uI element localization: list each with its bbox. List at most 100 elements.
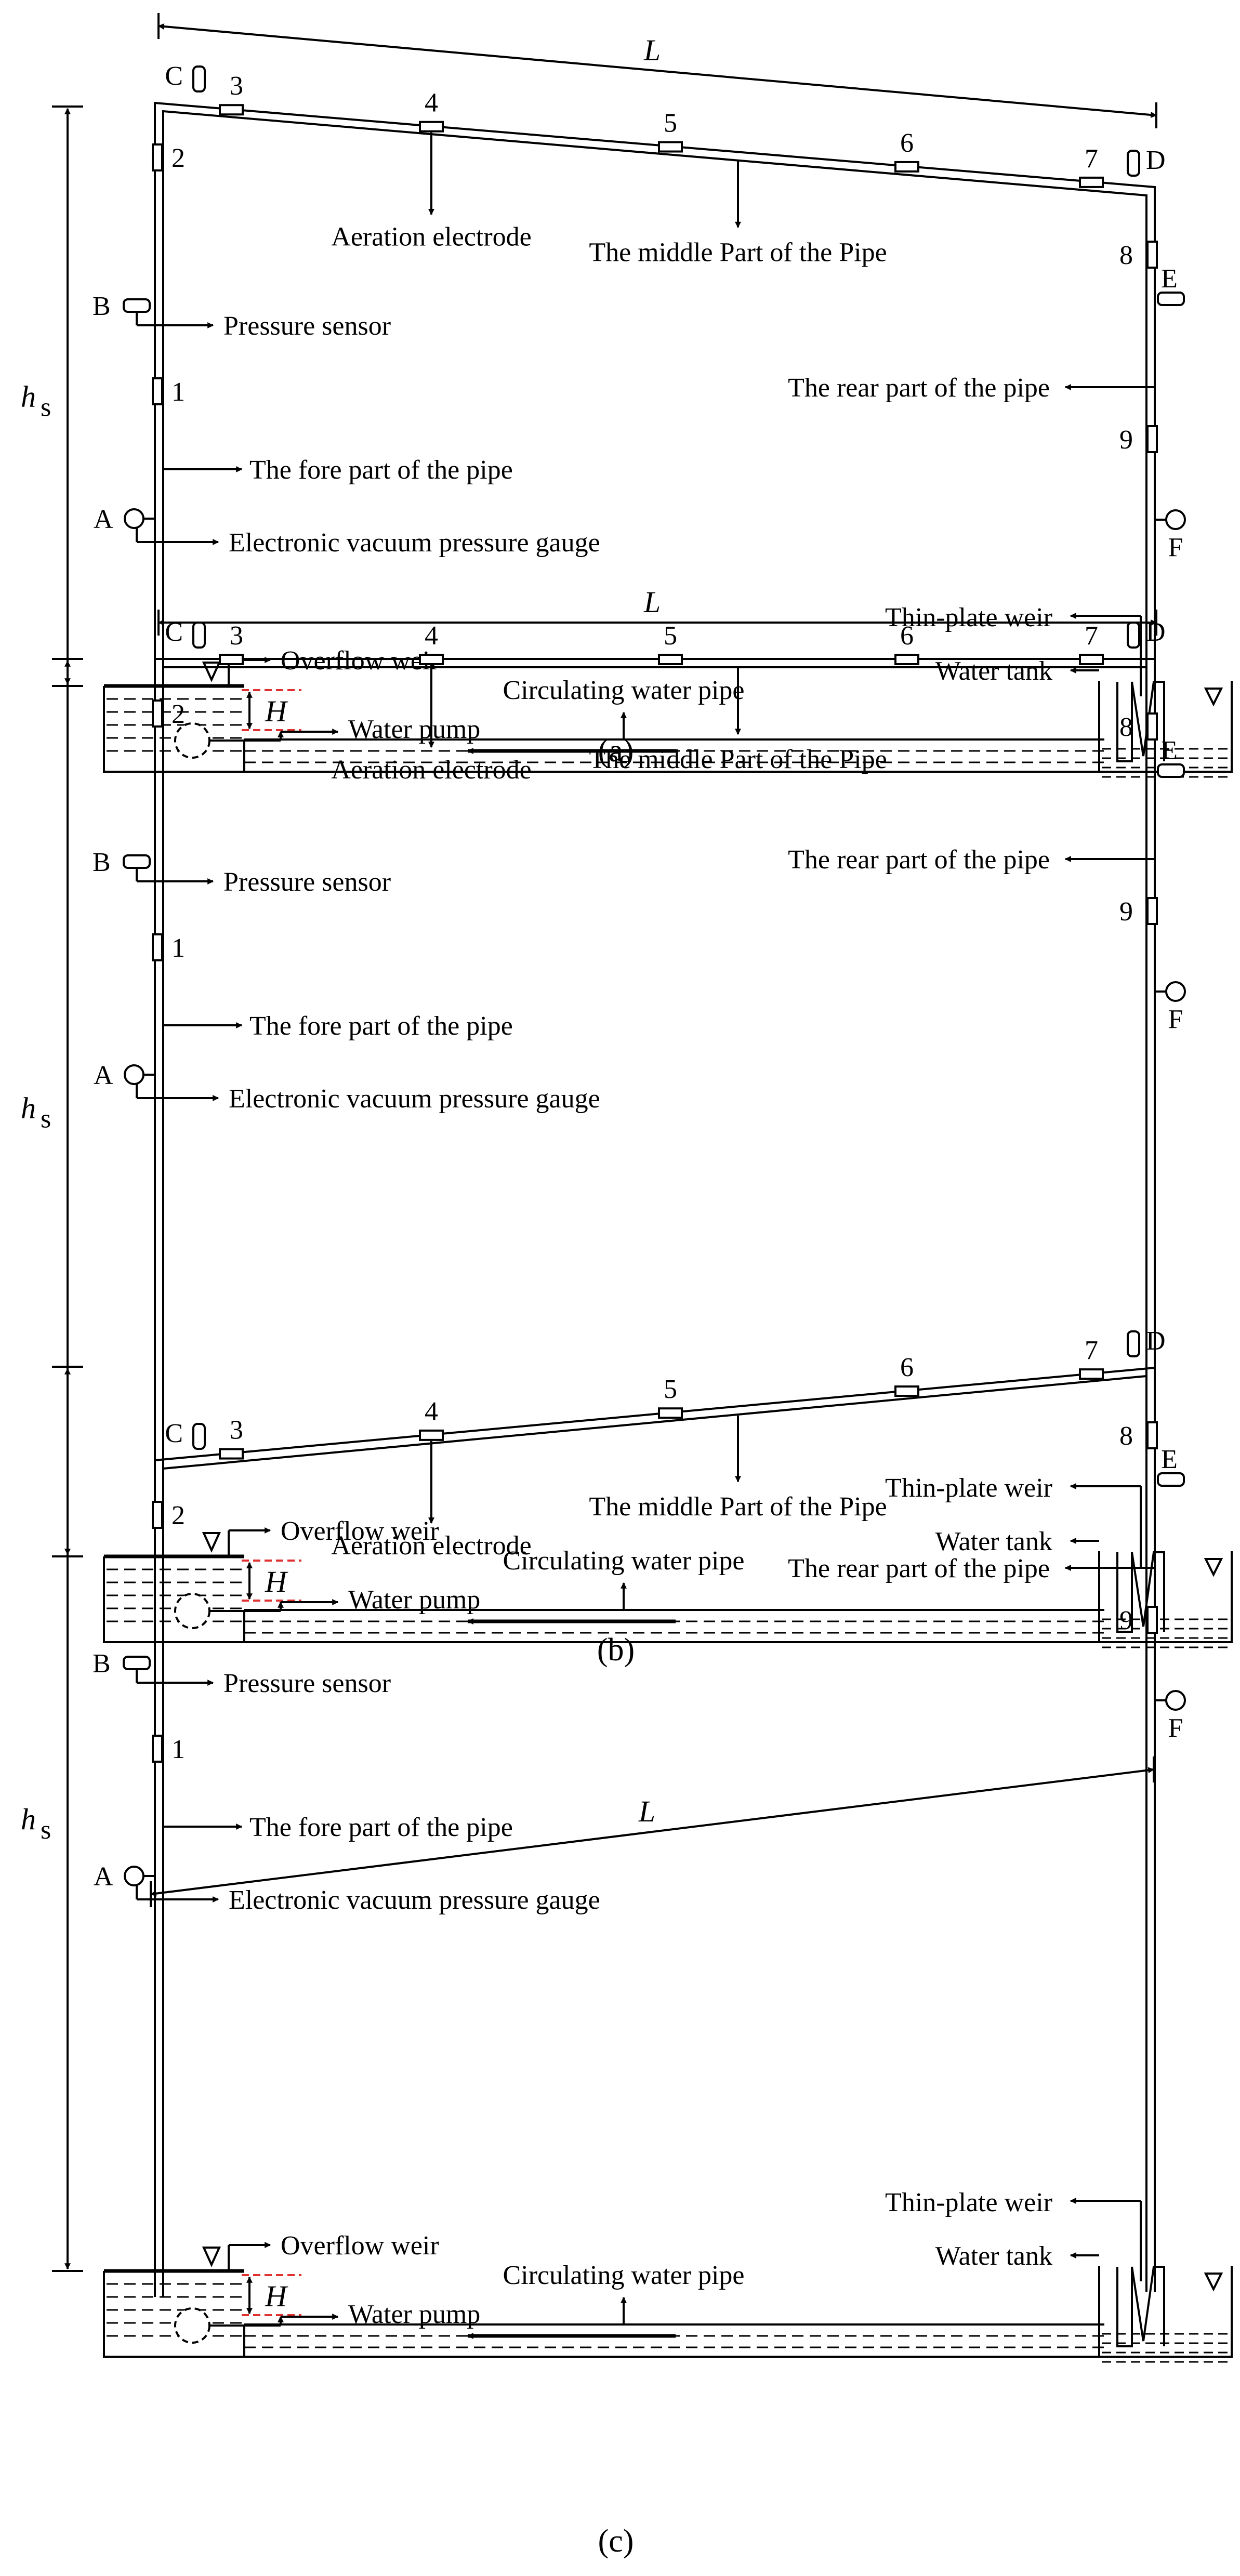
right-tank-water-symbol xyxy=(1204,2273,1223,2292)
sensor-B xyxy=(123,854,151,869)
electrode-label-7: 7 xyxy=(1085,144,1098,174)
left-tank-wall xyxy=(103,686,245,773)
gauge-F xyxy=(1165,509,1186,530)
length-arrow-left xyxy=(157,23,658,72)
gauge-F xyxy=(1165,981,1186,1002)
point-label-B: B xyxy=(93,292,111,321)
point-label-E: E xyxy=(1161,736,1178,765)
head-label: H xyxy=(265,1565,288,1599)
electrode-5 xyxy=(658,141,683,153)
middle-part-label: The middle Part of the Pipe xyxy=(589,745,887,774)
length-label: L xyxy=(643,585,661,619)
electrode-5 xyxy=(658,1407,683,1419)
left-tank-wall xyxy=(103,2271,245,2358)
thin-plate-weir-label: Thin-plate weir xyxy=(885,603,1052,632)
gauge-A xyxy=(124,1866,144,1886)
pipe-outer-wall xyxy=(154,1366,1156,2297)
height-label: h xyxy=(21,380,36,414)
electrode-label-4: 4 xyxy=(425,621,438,651)
electrode-label-7: 7 xyxy=(1085,1336,1098,1365)
caption-a: (a) xyxy=(598,733,634,769)
thin-plate-weir xyxy=(1116,1551,1165,1633)
point-label-A: A xyxy=(94,1862,113,1892)
sensor-C xyxy=(192,65,206,93)
electrode-label-5: 5 xyxy=(664,621,677,651)
middle-part-label: The middle Part of the Pipe xyxy=(589,1492,887,1522)
gauge-F xyxy=(1165,1690,1186,1711)
point-label-A: A xyxy=(94,1061,113,1090)
electrode-label-1: 1 xyxy=(172,377,185,407)
length-label: L xyxy=(643,33,661,67)
overflow-weir-label: Overflow weir xyxy=(281,646,439,676)
electrode-2 xyxy=(152,699,163,728)
middle-part-label: The middle Part of the Pipe xyxy=(589,238,887,268)
electrode-1 xyxy=(152,377,163,405)
height-subscript: s xyxy=(41,1104,51,1134)
head-label: H xyxy=(265,694,288,728)
electrode-label-6: 6 xyxy=(900,1353,914,1382)
water-tank-label: Water tank xyxy=(935,1527,1052,1556)
electrode-label-3: 3 xyxy=(230,621,243,651)
electrode-label-9: 9 xyxy=(1119,897,1133,927)
electrode-label-5: 5 xyxy=(664,1375,677,1404)
rear-part-label: The rear part of the pipe xyxy=(788,1554,1050,1583)
electrode-label-3: 3 xyxy=(230,71,243,101)
water-pump xyxy=(174,1593,210,1629)
sensor-B xyxy=(123,298,151,313)
electrode-3 xyxy=(219,654,244,665)
electrode-8 xyxy=(1146,241,1158,269)
length-arrow-right xyxy=(652,1767,1155,1833)
thin-plate-weir xyxy=(1116,2266,1165,2347)
sensor-D xyxy=(1127,622,1140,649)
height-label: h xyxy=(21,1091,36,1125)
point-label-C: C xyxy=(165,617,183,647)
electrode-6 xyxy=(894,1385,919,1397)
fore-part-label: The fore part of the pipe xyxy=(249,1011,513,1041)
right-tank-water-symbol xyxy=(1204,688,1223,707)
pipe-inner-wall xyxy=(162,666,1147,1582)
sensor-E xyxy=(1157,763,1185,778)
point-label-E: E xyxy=(1161,1445,1178,1474)
overflow-weir-label: Overflow weir xyxy=(281,1516,439,1546)
gauge-A xyxy=(124,1064,144,1085)
electrode-6 xyxy=(894,161,919,173)
electrode-label-1: 1 xyxy=(172,933,185,963)
electrode-label-2: 2 xyxy=(172,1501,185,1530)
electrode-7 xyxy=(1079,176,1104,188)
electrode-label-2: 2 xyxy=(172,143,185,173)
pressure-sensor-label: Pressure sensor xyxy=(223,1669,391,1698)
circulating-pipe-label: Circulating water pipe xyxy=(503,676,745,705)
sensor-E xyxy=(1157,1472,1185,1487)
electrode-8 xyxy=(1146,712,1158,741)
overflow-weir-symbol xyxy=(202,1532,221,1553)
electrode-label-9: 9 xyxy=(1119,1606,1133,1635)
electrode-label-8: 8 xyxy=(1119,712,1133,742)
electrode-label-1: 1 xyxy=(172,1735,185,1764)
electrode-3 xyxy=(219,104,244,116)
electrode-label-6: 6 xyxy=(900,128,914,158)
rear-part-label: The rear part of the pipe xyxy=(788,845,1050,875)
electrode-7 xyxy=(1079,1368,1104,1380)
electrode-2 xyxy=(152,143,163,171)
gauge-A xyxy=(124,508,144,529)
right-tank-water-symbol xyxy=(1204,1558,1223,1577)
water-tank-label: Water tank xyxy=(935,656,1052,686)
point-label-B: B xyxy=(93,848,111,877)
sensor-C xyxy=(192,622,206,649)
thin-plate-weir xyxy=(1116,681,1165,762)
electrode-6 xyxy=(894,654,919,665)
length-label: L xyxy=(638,1794,655,1828)
length-arrow-right xyxy=(657,70,1157,118)
point-label-F: F xyxy=(1168,1005,1183,1034)
aeration-electrode-label: Aeration electrode xyxy=(331,222,531,252)
point-label-D: D xyxy=(1146,1326,1166,1356)
point-label-C: C xyxy=(165,61,183,91)
point-label-D: D xyxy=(1146,617,1166,647)
overflow-weir-symbol xyxy=(202,662,221,682)
water-pump xyxy=(174,2307,210,2344)
